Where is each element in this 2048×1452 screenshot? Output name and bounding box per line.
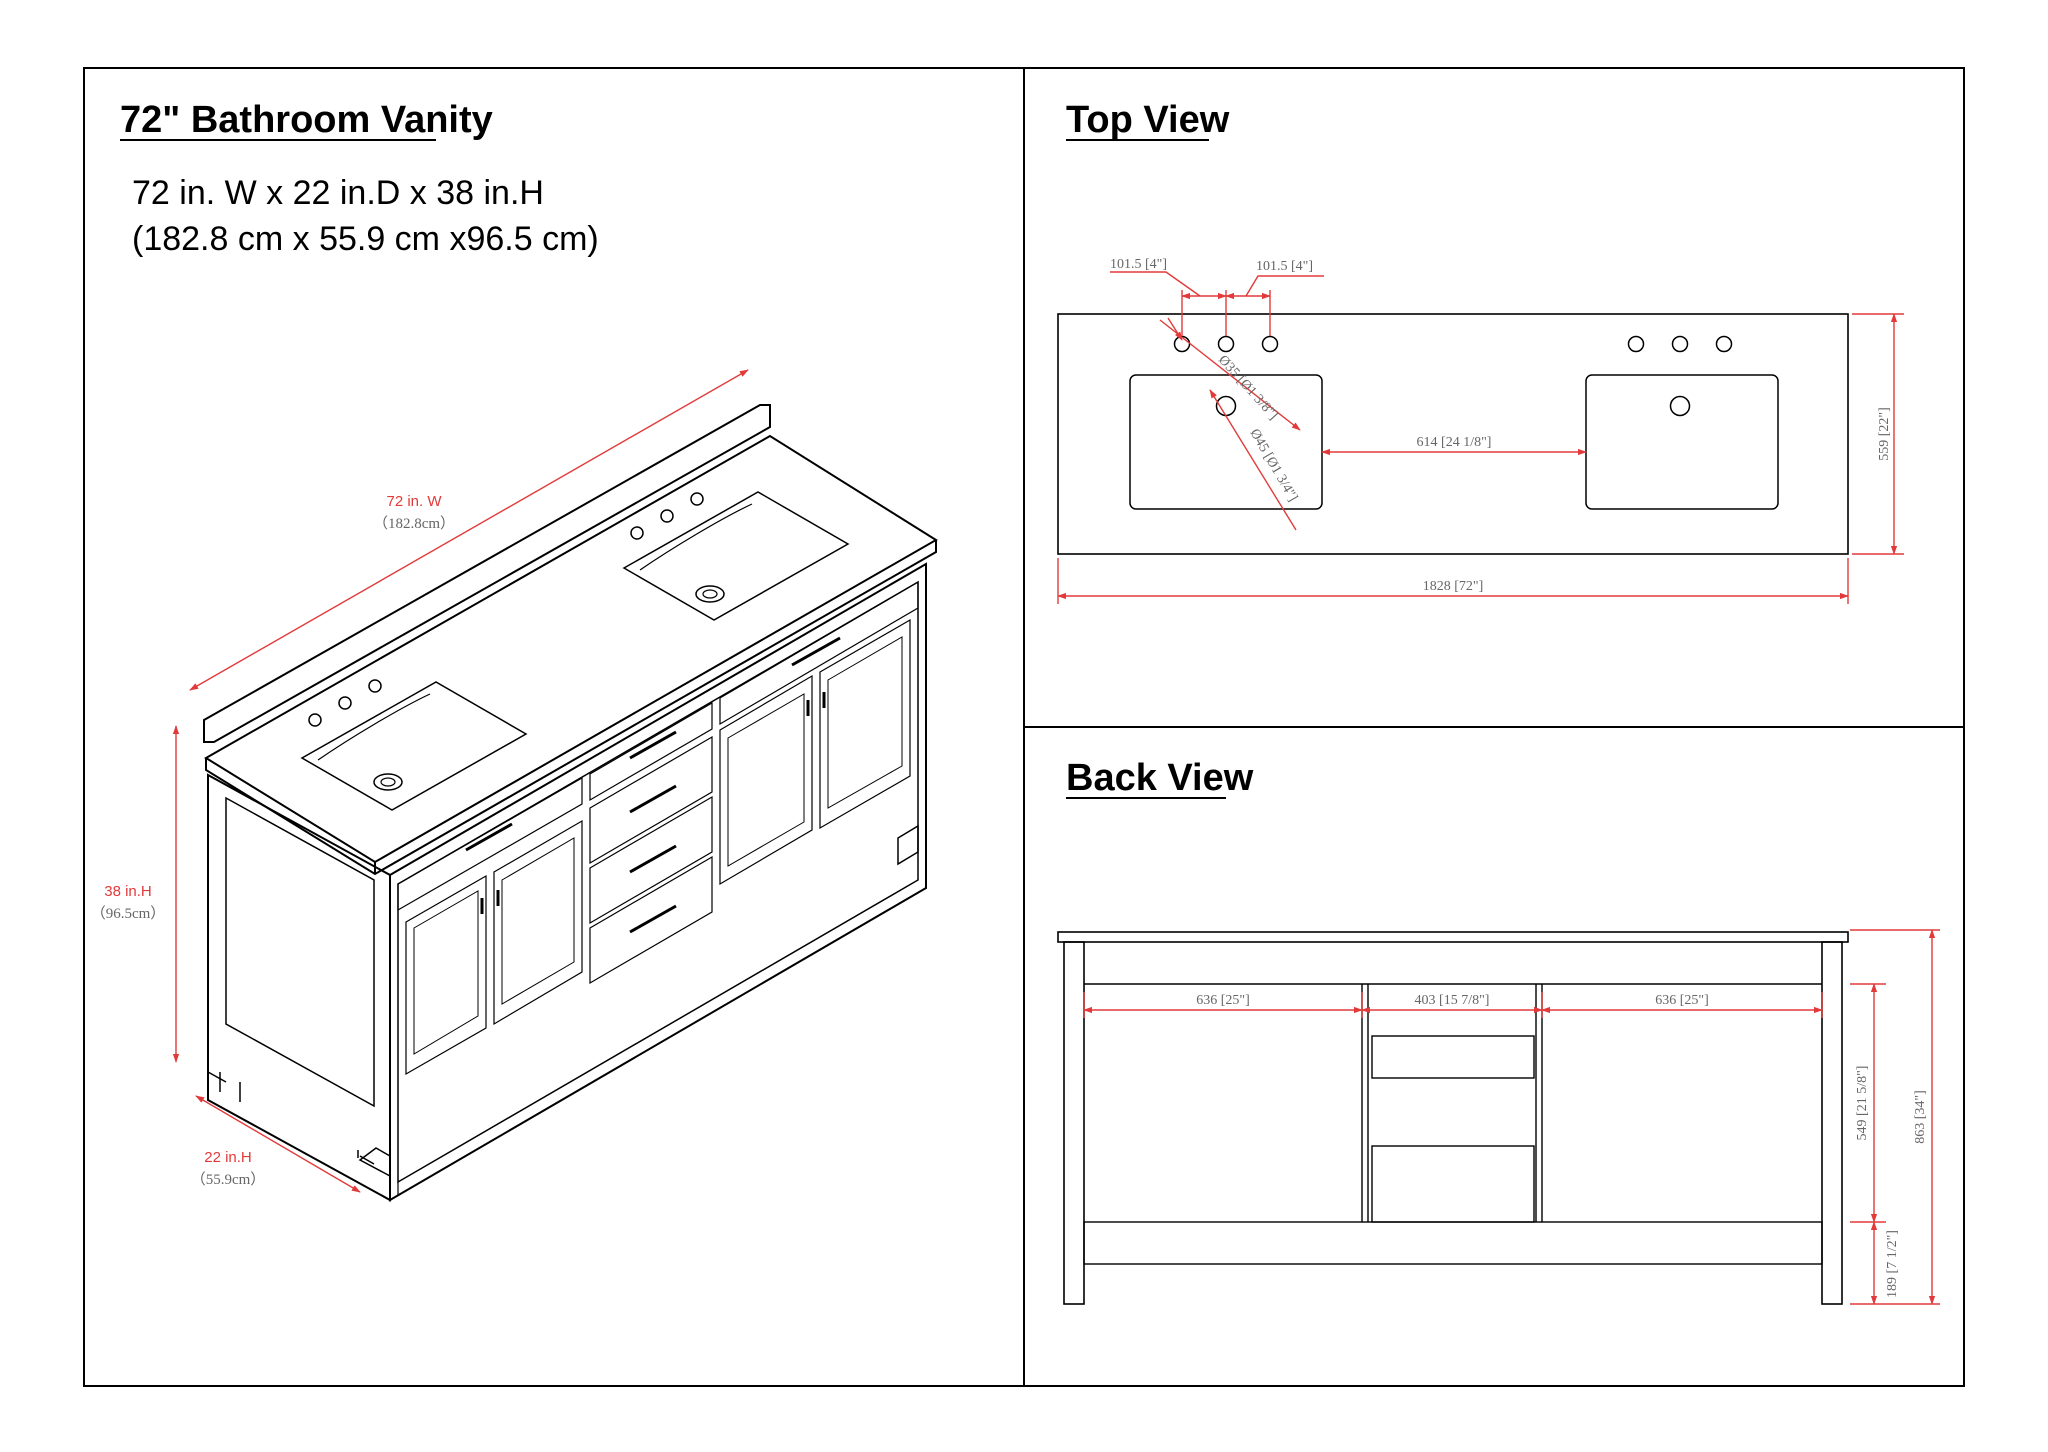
back-view-title: Back View <box>1066 757 1254 799</box>
back-left-bay: 636 [25"] <box>1196 993 1250 1008</box>
back-view-drawing <box>1057 931 1849 1305</box>
iso-height-metric: （96.5cm） <box>91 905 166 922</box>
back-view-dimension-lines <box>1083 929 1940 1305</box>
iso-depth-label: 22 in.H <box>204 1149 252 1166</box>
top-hole-spacing-right: 101.5 [4"] <box>1256 259 1313 274</box>
back-shelf-height: 189 [7 1/2"] <box>1885 1230 1900 1298</box>
back-right-bay: 636 [25"] <box>1655 993 1709 1008</box>
top-width: 1828 [72"] <box>1423 579 1484 594</box>
vanity-isometric-drawing <box>203 404 938 1202</box>
back-middle-bay: 403 [15 7/8"] <box>1415 993 1490 1008</box>
top-view-dimension-lines <box>1057 271 1904 604</box>
back-total-height: 863 [34"] <box>1913 1090 1928 1144</box>
iso-width-label: 72 in. W <box>386 493 442 510</box>
top-faucet-hole-dia: Ø35 [Ø1 3/8"] <box>1215 353 1280 423</box>
top-depth: 559 [22"] <box>1877 407 1892 461</box>
iso-width-metric: （182.8cm） <box>373 515 455 532</box>
spec-dimensions-cm: (182.8 cm x 55.9 cm x96.5 cm) <box>132 220 599 258</box>
top-view-title: Top View <box>1066 99 1230 141</box>
vanity-title: 72" Bathroom Vanity <box>120 99 493 141</box>
iso-depth-metric: （55.9cm） <box>191 1171 266 1188</box>
spec-dimensions-in: 72 in. W x 22 in.D x 38 in.H <box>132 174 544 212</box>
top-sink-gap: 614 [24 1/8"] <box>1417 435 1492 450</box>
back-inner-height: 549 [21 5/8"] <box>1855 1066 1870 1141</box>
iso-height-label: 38 in.H <box>104 883 152 900</box>
iso-dimension-lines <box>172 369 749 1193</box>
panel-frames <box>83 67 1965 1387</box>
top-hole-spacing-left: 101.5 [4"] <box>1110 257 1167 272</box>
top-view-drawing <box>1057 313 1849 555</box>
